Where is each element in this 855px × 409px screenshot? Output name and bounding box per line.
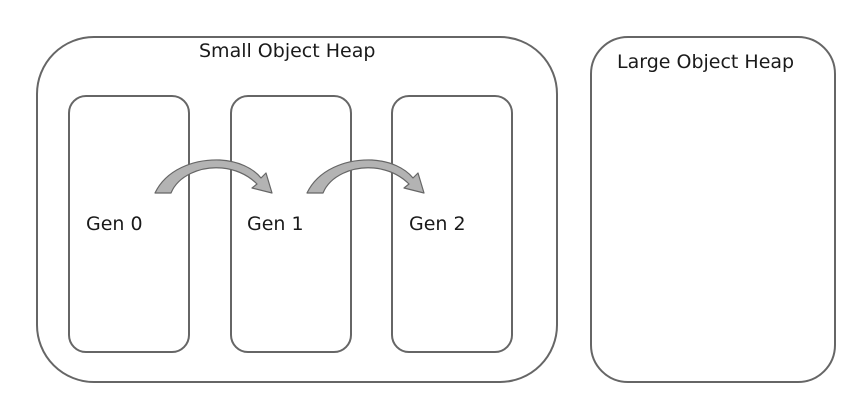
gen-1-label: Gen 1	[247, 213, 304, 235]
gen-2-box	[391, 95, 513, 353]
small-object-heap-title: Small Object Heap	[199, 40, 376, 62]
gen-0-box	[68, 95, 190, 353]
gen-1-box	[230, 95, 352, 353]
large-object-heap	[590, 36, 836, 383]
gen-2-label: Gen 2	[409, 213, 466, 235]
gen-0-label: Gen 0	[86, 213, 143, 235]
large-object-heap-title: Large Object Heap	[617, 51, 795, 73]
